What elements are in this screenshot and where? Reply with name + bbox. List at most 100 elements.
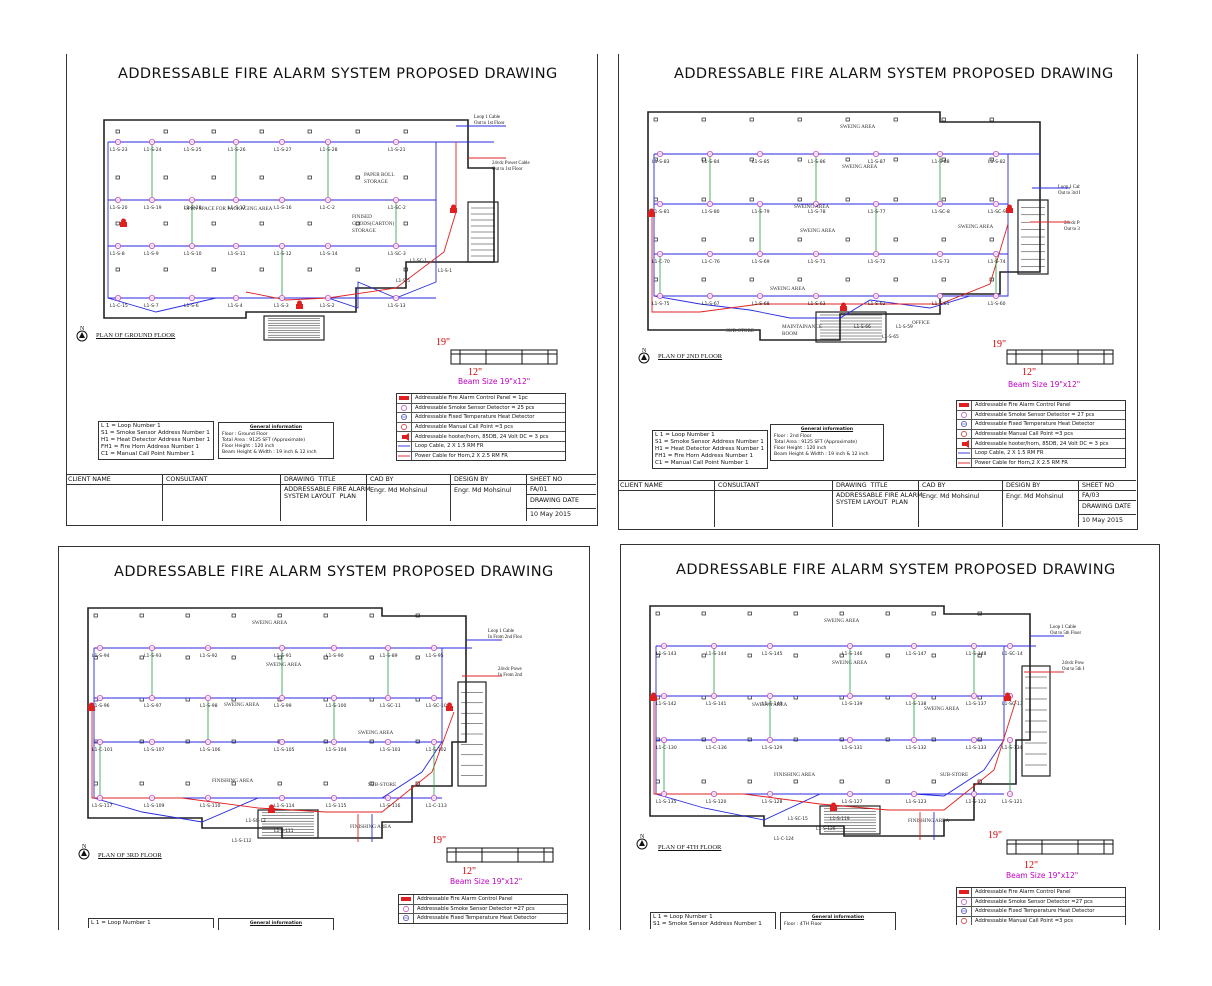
beam-section-drawing	[446, 844, 556, 872]
smoke-detector-icon: L1-C-70	[652, 250, 670, 265]
smoke-detector-icon	[399, 904, 414, 914]
column-marker	[701, 737, 706, 742]
smoke-detector-icon: L1-S-122	[966, 790, 987, 805]
column-marker	[701, 653, 706, 658]
cable-note: Out to 1st Floor	[492, 167, 523, 172]
north-arrow-icon: N	[636, 832, 650, 854]
power-cable	[91, 710, 455, 813]
smoke-detector-icon: L1-S-99	[274, 695, 292, 709]
column-marker	[369, 613, 374, 618]
loop-cable	[107, 141, 494, 313]
column-marker	[231, 655, 236, 660]
loop-cable-run	[653, 153, 1040, 319]
smoke-detector-icon: L1-S-143	[656, 643, 677, 657]
device-address-label: L1-S-132	[906, 745, 927, 751]
zone-label: FINISHING AREA	[908, 818, 949, 824]
smoke-detector-icon: L1-S-68	[752, 292, 770, 307]
zone-label: FINISHING AREA	[774, 772, 815, 778]
smoke-detector-icon: L1-S-13	[388, 294, 406, 309]
consultant-heading: CONSULTANT	[718, 482, 760, 489]
column-marker	[139, 655, 144, 660]
beam-width-label: 12"	[1022, 367, 1037, 378]
column-marker	[793, 653, 798, 658]
smoke-detector-icon: L1-SC-3	[388, 242, 406, 257]
device-address-label: L1-S-120	[706, 799, 727, 805]
column-marker	[415, 655, 420, 660]
device-address-label: L1-S-68	[752, 301, 770, 307]
abbreviation-line: L 1 = Loop Number 1	[91, 920, 151, 926]
abbreviation-line: FH1 = Fire Horn Address Number 1	[655, 453, 754, 459]
smoke-detector-icon: L1-S-74	[988, 250, 1006, 265]
abbreviation-line: S1 = Smoke Sensor Address Number 1	[655, 439, 764, 445]
drawing-title: ADDRESSABLE FIRE ALARM SYSTEM PROPOSED D…	[676, 562, 1116, 578]
general-information-line: Floor : Ground Floor	[222, 432, 268, 437]
smoke-detector-icon: L1-S-138	[906, 693, 927, 707]
device-address-label: L1-S-86	[808, 159, 826, 165]
general-information-heading: General information	[249, 921, 303, 926]
device-address-label: L1-S-78	[808, 209, 826, 215]
sheet-border	[620, 544, 621, 930]
device-address-label: L1-S-129	[762, 745, 783, 751]
column-marker	[931, 779, 936, 784]
sheet-border	[1159, 544, 1160, 930]
sheet-border	[58, 546, 59, 930]
column-marker	[941, 117, 946, 122]
cable-note: Loop 1 Cable	[474, 115, 500, 120]
column-marker	[989, 117, 994, 122]
device-address-label: L1-S-142	[656, 701, 677, 707]
device-address-label: L1-S-145	[762, 651, 783, 657]
legend-label: Addressable hooter/horn, 85DB, 24 Volt D…	[975, 440, 1109, 447]
device-address-label: L1-S-144	[706, 651, 727, 657]
smoke-detector-icon: L1-S-79	[752, 201, 770, 215]
smoke-detector-icon: L1-S-92	[200, 645, 218, 659]
column-marker	[797, 117, 802, 122]
device-address-label: L1-S-84	[702, 159, 720, 165]
column-marker	[977, 695, 982, 700]
smoke-detector-icon: L1-S-134	[1002, 736, 1023, 751]
legend-label: Loop Cable, 2 X 1.5 RM FR	[415, 443, 484, 450]
device-address-label: L1-S-94	[92, 653, 110, 659]
column-marker	[355, 175, 360, 180]
smoke-detector-icon: L1-S-116	[380, 794, 401, 809]
device-address-label: L1-S-112	[232, 838, 252, 842]
cable-note: Loop 1 Cable	[1058, 185, 1080, 190]
device-address-label: L1-S-80	[702, 209, 720, 215]
beam-height-label: 19"	[992, 339, 1007, 350]
design-by-value: Engr. Md Mohsinul	[1006, 493, 1064, 500]
legend-label: Addressable Manual Call Point =3 pcs	[415, 424, 513, 431]
device-address-label: L1-S-134	[1002, 745, 1023, 751]
smoke-detector-icon: L1-S-17	[228, 197, 246, 211]
column-marker	[115, 221, 120, 226]
smoke-detector-icon: L1-S-73	[932, 250, 950, 265]
title-block-divider	[526, 508, 596, 509]
column-marker	[845, 237, 850, 242]
smoke-detector-icon: L1-S-98	[200, 695, 218, 709]
zone-label: SWEING AREA	[770, 286, 806, 292]
drawing-sheet-ground-floor: ADDRESSABLE FIRE ALARM SYSTEM PROPOSED D…	[66, 54, 598, 526]
device-address-label: L1-S-11	[228, 251, 246, 257]
hooter-icon	[957, 439, 972, 448]
zone-label: SWEING AREA	[800, 228, 836, 234]
smoke-detector-icon: L1-S-18	[184, 197, 202, 211]
legend-label: Addressable Manual Call Point =3 pcs	[975, 918, 1073, 925]
hooter-icon	[840, 302, 847, 311]
column-marker	[211, 267, 216, 272]
column-marker	[839, 737, 844, 742]
column-marker	[941, 197, 946, 202]
device-address-label: L1-SC-10	[426, 703, 447, 709]
sheet-no-heading: SHEET NO	[530, 476, 563, 483]
column-marker	[259, 175, 264, 180]
smoke-detector-icon: L1-S-2	[320, 294, 335, 309]
smoke-detector-icon: L1-S-88	[932, 151, 950, 165]
column-marker	[323, 739, 328, 744]
cad-by-heading: CAD BY	[922, 482, 946, 489]
device-address-label: L1-S-6	[184, 303, 199, 309]
zone-label: OPEN SPACE FOR PACKAGING AREA	[184, 206, 273, 212]
zone-label: STORAGE	[352, 228, 376, 234]
column-marker	[747, 653, 752, 658]
smoke-detector-icon: L1-S-123	[906, 790, 927, 805]
